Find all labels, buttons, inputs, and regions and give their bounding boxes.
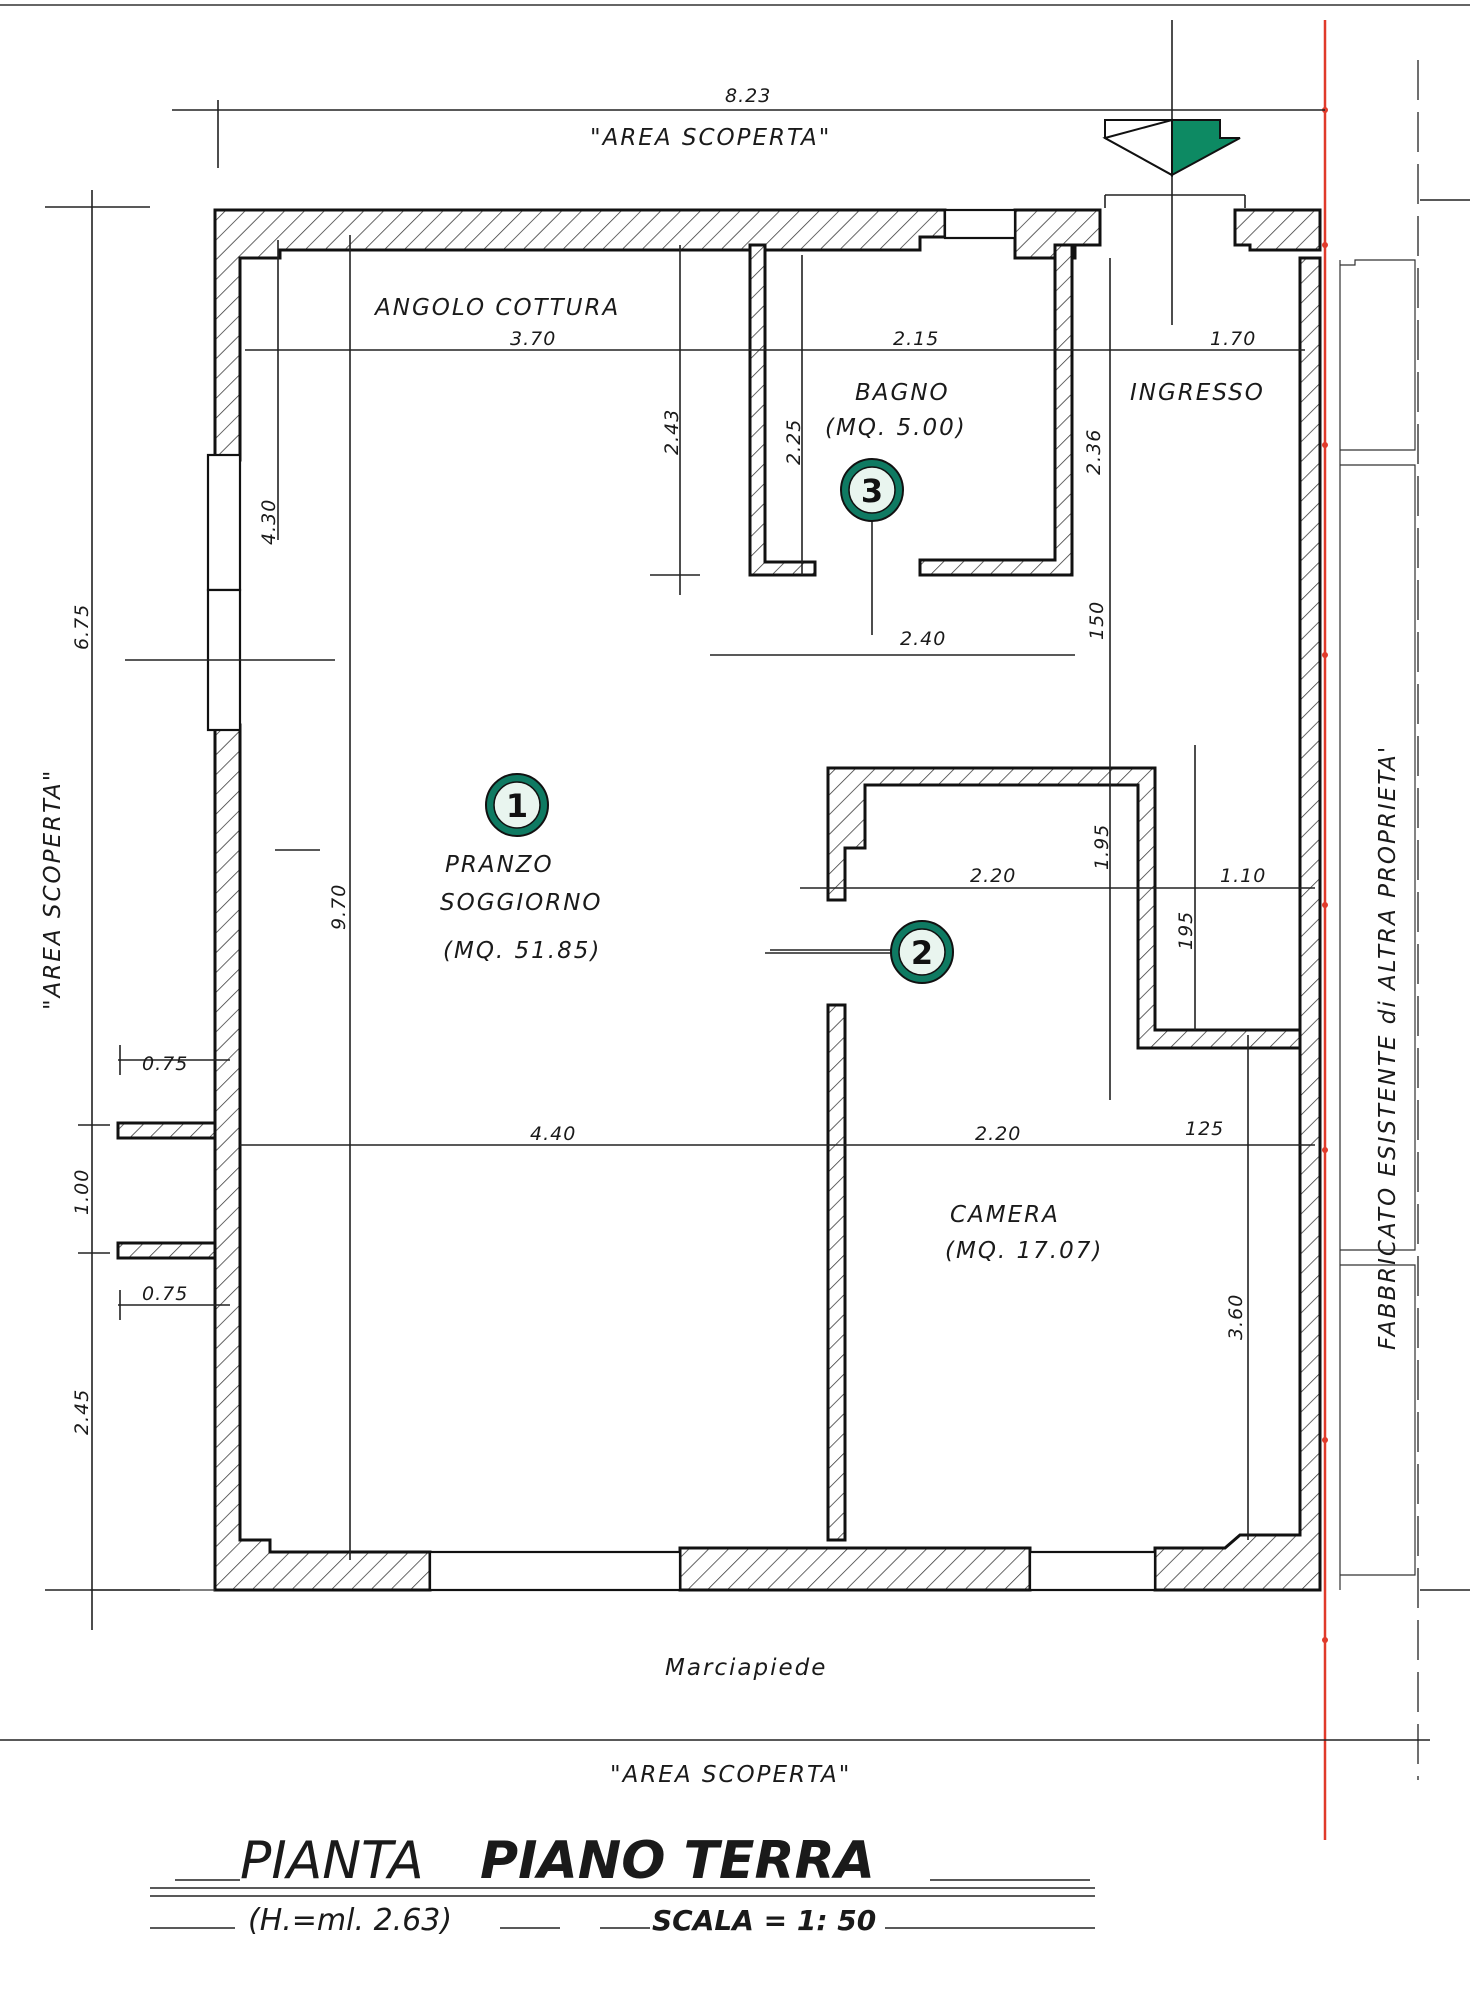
- dim-overall-width: 8.23: [725, 85, 771, 107]
- dimension-labels: 8.23 3.70 2.15 1.70 2.40 2.20 1.10 4.40 …: [71, 85, 1266, 1435]
- dim-125: 125: [1185, 1118, 1224, 1140]
- dim-236: 2.36: [1083, 429, 1105, 475]
- title-height: (H.=ml. 2.63): [248, 1903, 452, 1938]
- svg-text:2: 2: [911, 934, 933, 972]
- interior-walls: [748, 243, 1302, 1542]
- pranzo-label: PRANZO: [445, 852, 554, 878]
- dim-075b: 0.75: [142, 1283, 188, 1305]
- camera-area-label: (MQ. 17.07): [945, 1238, 1103, 1264]
- dim-195: 1.95: [1091, 824, 1113, 870]
- dim-360: 3.60: [1225, 1294, 1247, 1340]
- dim-370: 3.70: [510, 328, 556, 350]
- room-marker-2: 2: [890, 920, 954, 984]
- title-scale: SCALA = 1: 50: [652, 1904, 876, 1937]
- room-marker-1: 1: [485, 773, 549, 837]
- svg-text:3: 3: [861, 472, 883, 510]
- area-left-label: "AREA SCOPERTA": [40, 769, 66, 1010]
- room-marker-3: 3: [840, 458, 904, 522]
- dim-675: 6.75: [71, 604, 93, 650]
- marciapiede-label: Marciapiede: [665, 1655, 827, 1681]
- fabbricato-label: FABBRICATO ESISTENTE di ALTRA PROPRIETA': [1375, 745, 1401, 1350]
- dim-225: 2.25: [783, 419, 805, 465]
- entrance-arrow-icon: [1102, 118, 1241, 177]
- dim-970: 9.70: [328, 884, 350, 930]
- neighbour-building: [1339, 60, 1470, 1780]
- area-bottom-label: "AREA SCOPERTA": [610, 1762, 851, 1788]
- soggiorno-label: SOGGIORNO: [440, 890, 603, 916]
- dim-440: 4.40: [530, 1123, 576, 1145]
- angolo-cottura-label: ANGOLO COTTURA: [373, 295, 620, 321]
- bagno-area-label: (MQ. 5.00): [825, 415, 967, 441]
- dim-240: 2.40: [900, 628, 946, 650]
- dim-110: 1.10: [1220, 865, 1266, 887]
- dim-150: 150: [1086, 601, 1108, 640]
- dim-245: 2.45: [71, 1389, 93, 1435]
- dim-195b: 195: [1175, 911, 1197, 950]
- dim-220a: 2.20: [970, 865, 1016, 887]
- svg-text:1: 1: [506, 787, 528, 825]
- exterior-walls: [206, 208, 1322, 1592]
- ingresso-label: INGRESSO: [1130, 380, 1265, 406]
- camera-label: CAMERA: [950, 1202, 1060, 1228]
- dim-220b: 2.20: [975, 1123, 1021, 1145]
- dim-215: 2.15: [893, 328, 939, 350]
- pranzo-area-label: (MQ. 51.85): [443, 938, 601, 964]
- bagno-label: BAGNO: [855, 380, 950, 406]
- dim-075a: 0.75: [142, 1053, 188, 1075]
- dim-170: 1.70: [1210, 328, 1256, 350]
- room-labels: "AREA SCOPERTA" ANGOLO COTTURA BAGNO (MQ…: [40, 125, 1401, 1788]
- title-block: PIANTA PIANO TERRA (H.=ml. 2.63) SCALA =…: [150, 1831, 1095, 1938]
- dim-243: 2.43: [661, 409, 683, 455]
- area-top-label: "AREA SCOPERTA": [590, 125, 831, 151]
- dim-100: 1.00: [71, 1169, 93, 1215]
- title-piano-terra: PIANO TERRA: [480, 1831, 875, 1891]
- title-pianta: PIANTA: [240, 1831, 424, 1891]
- dim-430: 4.30: [258, 499, 280, 545]
